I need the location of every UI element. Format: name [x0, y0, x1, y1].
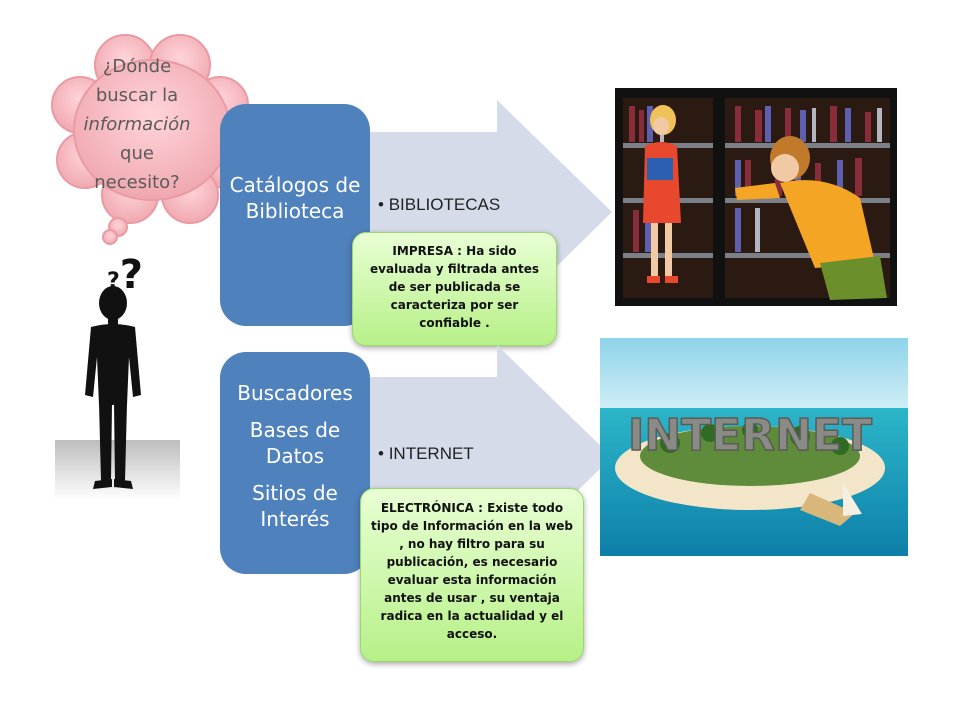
thought-line: ¿Dónde [102, 56, 172, 77]
thought-line: información [83, 114, 191, 135]
catalog-box: Catálogos de Biblioteca [220, 104, 370, 326]
bullet-internet: • INTERNET [378, 444, 474, 463]
bullet-bibliotecas-label: BIBLIOTECAS [388, 195, 501, 214]
question-marks-icon: ?? [107, 252, 143, 298]
source-label-sitios: Sitios de Interés [252, 481, 338, 531]
search-sources-box: Buscadores Bases de Datos Sitios de Inte… [220, 352, 370, 574]
bullet-internet-label: INTERNET [388, 444, 474, 463]
source-label-buscadores: Buscadores [237, 381, 353, 405]
thought-line: buscar la [95, 85, 179, 106]
thought-question: ¿Dónde buscar la información que necesit… [62, 52, 212, 197]
person-silhouette-icon [55, 286, 180, 500]
source-label-bases: Bases de Datos [249, 418, 341, 468]
thought-line: que [120, 143, 154, 164]
catalog-label: Catálogos de Biblioteca [229, 173, 361, 223]
callout-impresa: IMPRESA : Ha sido evaluada y filtrada an… [352, 232, 557, 346]
thought-line: necesito? [94, 172, 180, 193]
thought-cloud [51, 34, 250, 245]
callout-electronica: ELECTRÓNICA : Existe todo tipo de Inform… [360, 488, 584, 662]
library-illustration-icon [615, 88, 897, 306]
bullet-bibliotecas: • BIBLIOTECAS [378, 195, 501, 214]
internet-sign-text: INTERNET [628, 410, 872, 461]
internet-island-illustration-icon: INTERNET [600, 338, 908, 556]
